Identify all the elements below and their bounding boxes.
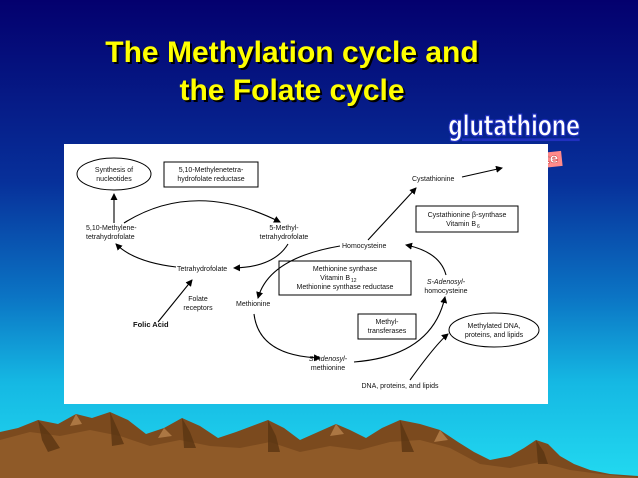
cbs-enzyme-box: Cystathionine β-synthase Vitamin B 6	[415, 205, 519, 233]
folic-acid-label: Folic Acid	[133, 320, 169, 329]
sam-label-2: methionine	[311, 365, 345, 372]
methyltransferases-box: Methyl- transferases	[357, 313, 417, 340]
arrow-folic-acid-to-thf	[157, 279, 193, 323]
cbs-label-1: Cystathionine β-synthase	[428, 212, 507, 219]
methylated-label-2: proteins, and lipids	[465, 332, 524, 339]
pathway-diagram: Synthesis of nucleotides 5,10-Methylenet…	[76, 144, 540, 390]
mt-label-1: Methyl-	[376, 319, 400, 326]
methionine-label: Methionine	[236, 301, 270, 308]
ms-label-1: Methionine synthase	[313, 266, 377, 273]
mt-label-2: transferases	[368, 328, 407, 335]
cbs-sub: 6	[477, 224, 480, 230]
arrow-homocysteine-to-methionine	[256, 245, 341, 299]
synthesis-nucleotides-node: Synthesis of nucleotides	[76, 157, 152, 191]
arrow-cystathionine-to-sulfate	[461, 165, 503, 178]
ms-label-2: Vitamin B	[320, 275, 350, 282]
sah-label-1: S-Adenosyl-	[427, 279, 466, 286]
arrow-thf-to-methylene	[115, 243, 177, 268]
mthfr-label-2: hydrofolate reductase	[177, 176, 244, 183]
arrow-glutathione-pointer	[461, 144, 488, 173]
cystathionine-label: Cystathionine	[412, 176, 455, 183]
methylated-label-1: Methylated DNA,	[468, 323, 521, 330]
arrow-methyl-to-thf	[233, 243, 289, 272]
arrow-methylene-to-methyl	[123, 200, 281, 224]
folate-receptors-label-2: receptors	[183, 305, 213, 312]
synthesis-label-1: Synthesis of	[95, 167, 133, 174]
diagram-panel: Synthesis of nucleotides 5,10-Methylenet…	[64, 144, 548, 404]
homocysteine-label: Homocysteine	[342, 243, 386, 250]
tetrahydrofolate-label: Tetrahydrofolate	[177, 266, 227, 273]
dna-proteins-lipids-label: DNA, proteins, and lipids	[361, 383, 439, 390]
ms-sub: 12	[351, 278, 357, 284]
methylene-thf-label-2: tetrahydrofolate	[86, 234, 135, 241]
arrow-sam-to-sah	[353, 296, 448, 363]
glutathione-wordart: glutathione	[448, 109, 581, 143]
arrow-methionine-to-sam	[253, 313, 321, 362]
cbs-label-2: Vitamin B	[446, 221, 476, 228]
title-line-1: The Methylation cycle and	[105, 36, 479, 69]
arrow-sah-to-homocysteine	[405, 242, 447, 276]
methyl-thf-label-2: tetrahydrofolate	[260, 234, 309, 241]
mthfr-label-1: 5,10-Methylenetetra-	[179, 167, 244, 174]
arrow-homocysteine-to-cystathionine	[367, 187, 417, 241]
methylene-thf-label-1: 5,10-Methylene-	[86, 225, 137, 232]
pathway-arrows	[110, 144, 503, 381]
title-line-2: the Folate cycle	[179, 74, 405, 107]
methyl-thf-label-1: 5-Methyl-	[269, 225, 299, 232]
ms-label-3: Methionine synthase reductase	[297, 284, 394, 291]
mthfr-enzyme-box: 5,10-Methylenetetra- hydrofolate reducta…	[163, 161, 259, 188]
synthesis-label-2: nucleotides	[96, 176, 132, 183]
methionine-synthase-box: Methionine synthase Vitamin B 12 Methion…	[278, 260, 412, 296]
sam-label-1: S-Adenosyl-	[309, 356, 348, 363]
methylated-dna-node: Methylated DNA, proteins, and lipids	[448, 312, 540, 348]
folate-receptors-label-1: Folate	[188, 296, 208, 303]
sah-label-2: homocysteine	[424, 288, 467, 295]
slide-title: The Methylation cycle and the Folate cyc…	[0, 34, 584, 110]
arrow-dna-to-methylated	[409, 333, 449, 381]
